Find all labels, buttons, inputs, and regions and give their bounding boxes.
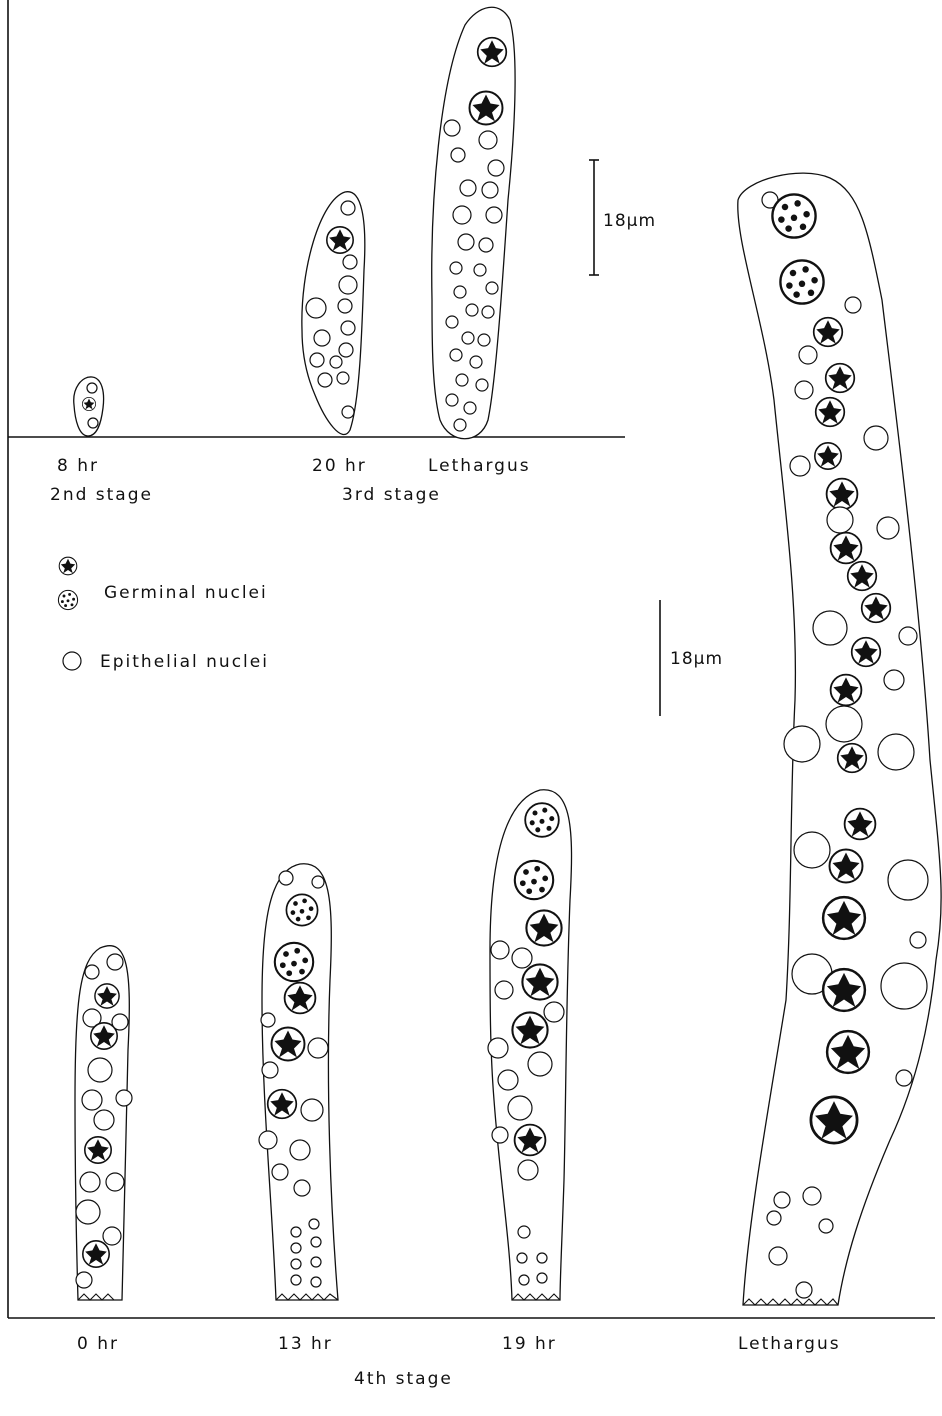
label-13hr: 13 hr: [278, 1334, 333, 1354]
label-lethargus-bottom: Lethargus: [738, 1334, 841, 1354]
label-4th-stage: 4th stage: [354, 1369, 453, 1389]
legend: Germinal nuclei Epithelial nuclei: [58, 557, 269, 672]
specimen-0hr: [75, 946, 132, 1300]
scale-bar-top-label: 18µm: [603, 211, 656, 231]
specimen-13hr: [259, 864, 338, 1300]
germinal-nucleus-dark-icon: [59, 557, 77, 575]
scale-bar-bottom-label: 18µm: [670, 649, 723, 669]
legend-germinal-label: Germinal nuclei: [104, 583, 268, 603]
scale-bar-bottom: 18µm: [660, 600, 723, 716]
specimen-8hr: [74, 377, 104, 436]
label-8hr: 8 hr: [57, 456, 99, 476]
label-lethargus-top: Lethargus: [428, 456, 531, 476]
label-19hr: 19 hr: [502, 1334, 557, 1354]
epithelial-nucleus-icon: [63, 652, 81, 670]
specimen-lethargus-3rd: [432, 7, 515, 438]
specimen-19hr: [488, 790, 572, 1300]
germinal-nucleus-dotted-icon: [58, 590, 77, 609]
label-0hr: 0 hr: [77, 1334, 119, 1354]
label-3rd-stage: 3rd stage: [342, 485, 441, 505]
scale-bar-top: 18µm: [589, 160, 656, 275]
legend-epithelial-label: Epithelial nuclei: [100, 652, 269, 672]
specimen-20hr: [302, 192, 365, 435]
specimen-lethargus-4th: [738, 173, 941, 1305]
label-20hr: 20 hr: [312, 456, 367, 476]
label-2nd-stage: 2nd stage: [50, 485, 153, 505]
